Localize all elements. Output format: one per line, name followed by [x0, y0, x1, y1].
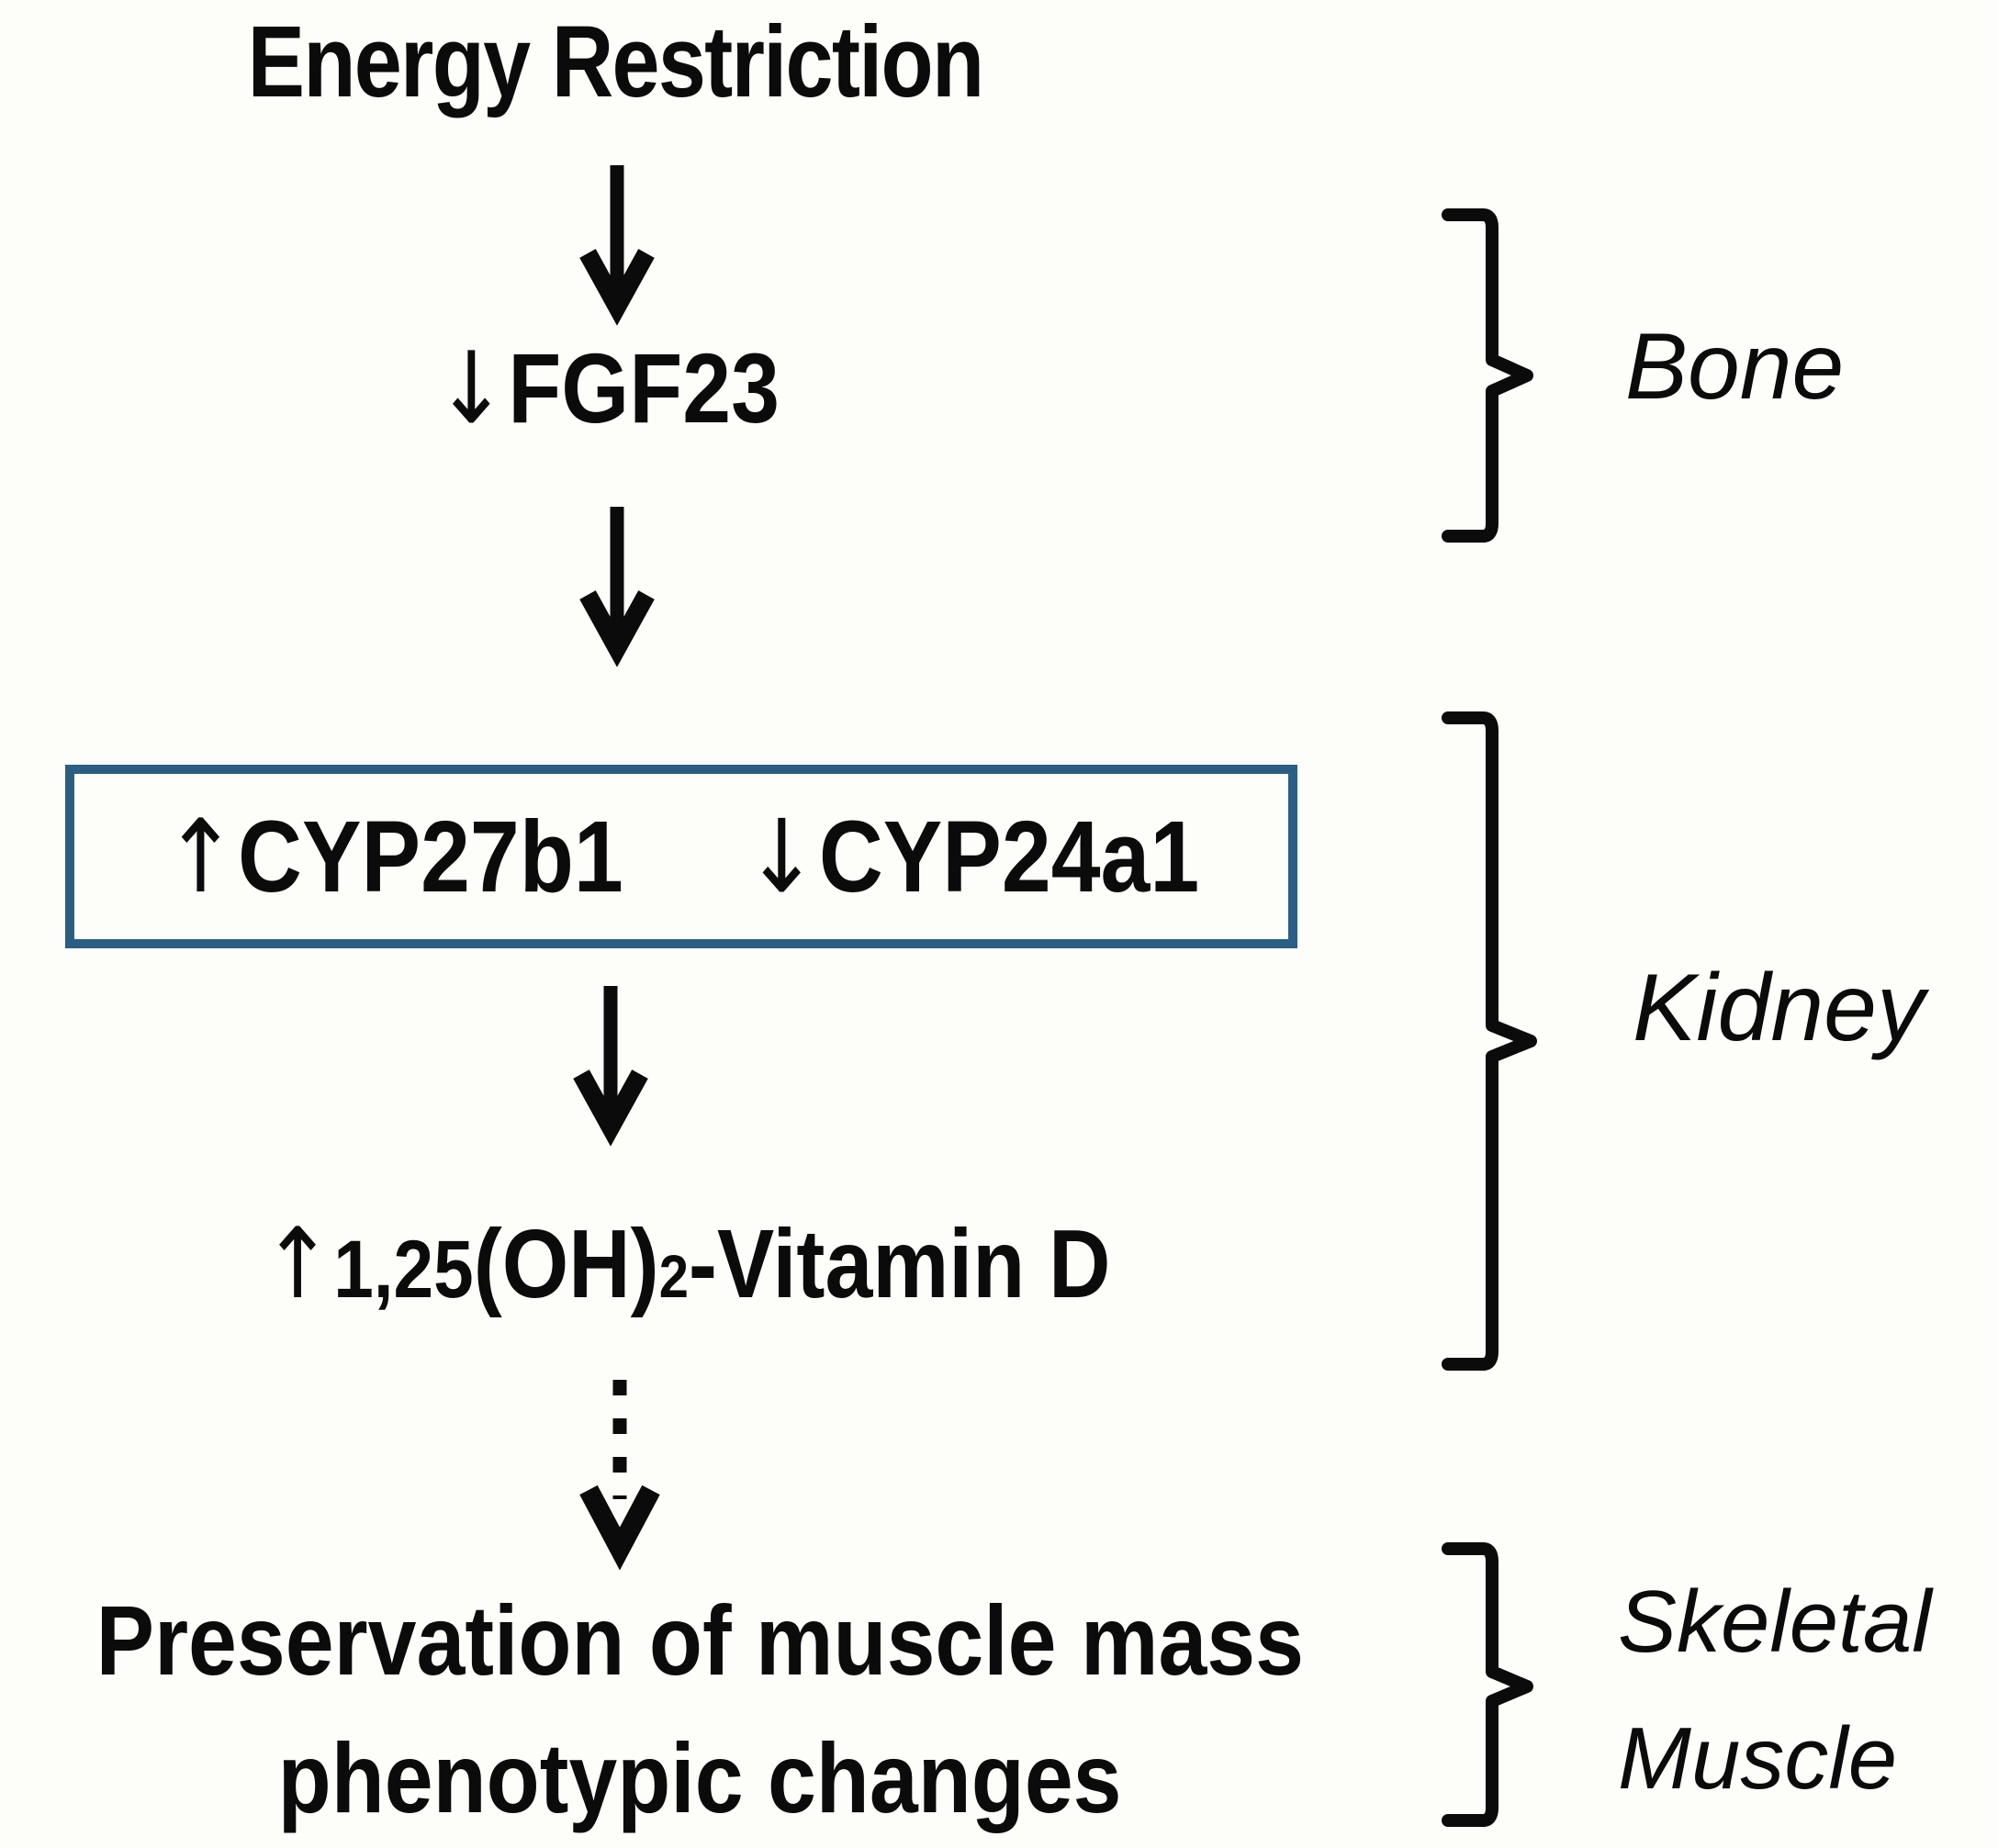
- vitamin-d-oh: (OH): [473, 1210, 659, 1318]
- cyp24a1-label: CYP24a1: [818, 801, 1200, 913]
- node-cyp24a1: ↓CYP24a1: [745, 798, 1199, 915]
- down-arrow-icon: [556, 984, 666, 1147]
- node-outcome: Preservation of muscle mass phenotypic c…: [0, 1572, 1399, 1847]
- skeletal-muscle-line1: Skeletal: [1618, 1573, 1932, 1671]
- vitamin-d-name: -Vitamin D: [688, 1210, 1111, 1318]
- bone-bracket: [1428, 204, 1566, 548]
- vitamin-d-subscript: 2: [658, 1243, 689, 1310]
- increase-arrow-icon: ↑: [163, 798, 238, 915]
- increase-arrow-icon: ↑: [261, 1207, 333, 1320]
- decrease-arrow-icon: ↓: [434, 331, 508, 446]
- skeletal-muscle-line2: Muscle: [1618, 1709, 1898, 1808]
- down-arrow-icon: [562, 505, 672, 667]
- node-energy-restriction: Energy Restriction: [0, 2, 1230, 123]
- cyp-regulation-box: ↑CYP27b1 ↓CYP24a1: [65, 765, 1297, 948]
- outcome-line2: phenotypic changes: [277, 1722, 1122, 1833]
- outcome-line1: Preservation of muscle mass: [95, 1585, 1304, 1696]
- organ-label-kidney: Kidney: [1633, 955, 1925, 1061]
- organ-label-skeletal-muscle: Skeletal Muscle: [1618, 1553, 1932, 1827]
- dashed-down-arrow-icon: [565, 1372, 675, 1571]
- fgf23-label: FGF23: [507, 332, 780, 443]
- down-arrow-icon: [562, 163, 672, 326]
- organ-label-bone: Bone: [1625, 314, 1845, 419]
- skeletal-muscle-bracket: [1428, 1538, 1566, 1831]
- energy-restriction-label: Energy Restriction: [247, 6, 984, 118]
- node-cyp27b1: ↑CYP27b1: [163, 798, 623, 915]
- node-vitamin-d: ↑1,25(OH)2-Vitamin D: [0, 1201, 1372, 1328]
- vitamin-d-prefix: 1,25: [332, 1223, 474, 1315]
- decrease-arrow-icon: ↓: [744, 798, 819, 915]
- node-fgf23: ↓FGF23: [0, 329, 1214, 449]
- kidney-bracket: [1428, 707, 1566, 1377]
- cyp27b1-label: CYP27b1: [237, 801, 623, 913]
